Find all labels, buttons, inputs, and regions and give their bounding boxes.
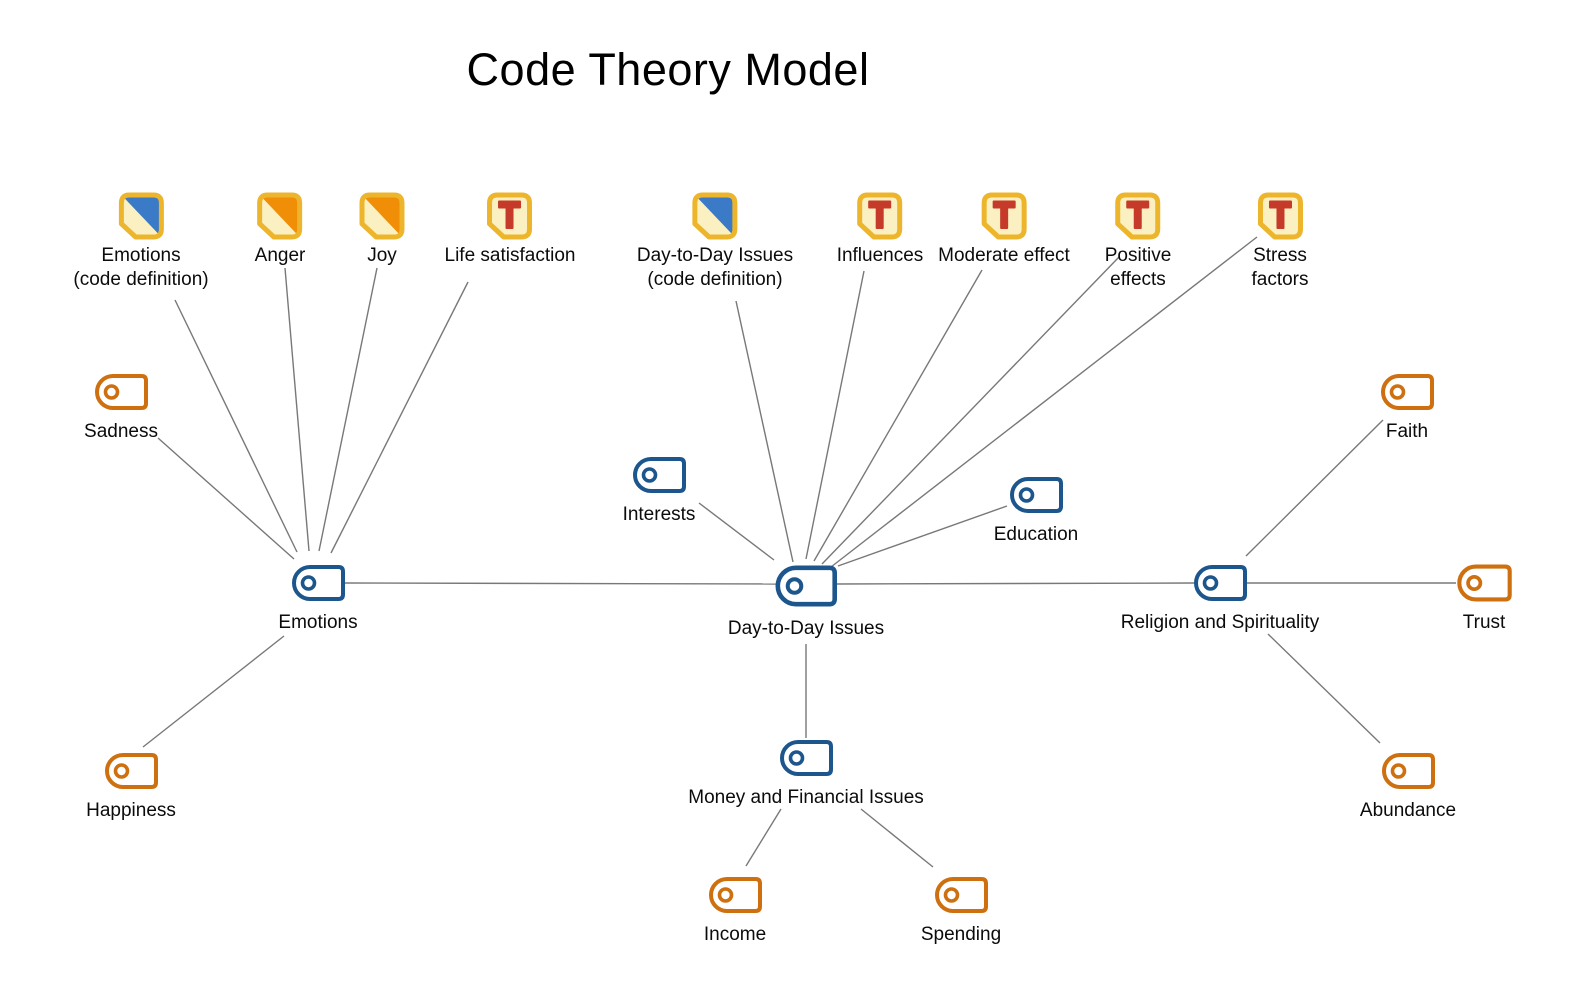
connector-influences-dtd [805, 270, 865, 560]
text-memo-icon [1115, 192, 1161, 240]
connector-joy-emotions [318, 267, 378, 552]
memo-icon [257, 192, 303, 240]
code-tag-icon [780, 740, 833, 776]
code-tag-icon [95, 374, 148, 410]
memo-influences[interactable]: Influences [836, 192, 924, 268]
memo-emotions-code-definition[interactable]: Emotions (code definition) [73, 192, 209, 292]
code-label: Sadness [84, 421, 158, 442]
connector-sadness-emotions [157, 437, 295, 560]
connector-religion-abundance [1267, 633, 1381, 744]
memo-label-line: (code definition) [73, 269, 209, 290]
code-tag-icon [709, 877, 762, 913]
connector-emotions-happiness [142, 635, 285, 748]
memo-label-line: Stress [1253, 245, 1307, 266]
code-label: Education [993, 524, 1079, 545]
code-label: Religion and Spirituality [1120, 612, 1320, 633]
memo-positive-effects[interactable]: Positive effects [1104, 192, 1172, 292]
memo-label-line: factors [1251, 269, 1309, 290]
code-label: Day-to-Day Issues [727, 618, 885, 639]
text-memo-icon [857, 192, 903, 240]
connector-money-spending [860, 808, 934, 868]
connector-dtd-religion [835, 582, 1195, 585]
connector-interests-dtd [698, 502, 775, 561]
code-label: Faith [1385, 421, 1429, 442]
connector-religion-faith [1245, 419, 1384, 557]
memo-label-line: Anger [254, 245, 306, 266]
code-label: Abundance [1359, 800, 1457, 821]
code-label: Emotions [278, 612, 358, 633]
memo-label-line: Joy [367, 245, 397, 266]
text-memo-icon [487, 192, 533, 240]
connector-dtd-education [837, 505, 1008, 567]
memo-label-line: Moderate effect [938, 245, 1070, 266]
memo-label-line: Day-to-Day Issues [636, 245, 794, 266]
connector-moderate-dtd [813, 269, 983, 562]
memo-joy[interactable]: Joy [359, 192, 405, 268]
code-definition-memo-icon [692, 192, 738, 240]
connector-emotions-dtd [344, 582, 777, 585]
connector-dtddef-dtd [735, 300, 794, 563]
memo-moderate-effect[interactable]: Moderate effect [938, 192, 1070, 268]
code-label: Happiness [86, 800, 176, 821]
connector-stress-dtd [830, 236, 1258, 568]
code-label: Spending [920, 924, 1002, 945]
memo-label-line: (code definition) [647, 269, 783, 290]
memo-label-line: effects [1110, 269, 1166, 290]
memo-icon [359, 192, 405, 240]
memo-label-line: Life satisfaction [444, 245, 576, 266]
code-tag-icon [1381, 374, 1434, 410]
memo-stress-factors[interactable]: Stress factors [1251, 192, 1309, 292]
text-memo-icon [1257, 192, 1303, 240]
memo-label-line: Emotions [101, 245, 181, 266]
text-memo-icon [981, 192, 1027, 240]
code-tag-icon [1194, 565, 1247, 601]
code-tag-icon [1382, 753, 1435, 789]
code-label: Interests [622, 504, 696, 525]
connector-positive-dtd [821, 256, 1120, 565]
connector-lifesat-emotions [330, 281, 469, 554]
code-tag-icon [935, 877, 988, 913]
code-tag-icon [1010, 477, 1063, 513]
diagram-title: Code Theory Model [466, 44, 870, 95]
code-tag-icon [633, 457, 686, 493]
code-label: Income [703, 924, 767, 945]
connector-money-income [745, 808, 782, 867]
memo-anger[interactable]: Anger [254, 192, 306, 268]
memo-day-to-day-code-definition[interactable]: Day-to-Day Issues (code definition) [637, 192, 793, 292]
code-label: Money and Financial Issues [688, 787, 924, 808]
memo-label-line: Positive [1104, 245, 1172, 266]
code-definition-memo-icon [118, 192, 164, 240]
code-tag-icon [292, 565, 345, 601]
memo-life-satisfaction[interactable]: Life satisfaction [444, 192, 576, 268]
code-label: Trust [1462, 612, 1506, 633]
connector-anger-emotions [284, 267, 310, 552]
code-tag-icon [105, 753, 158, 789]
code-tag-icon [775, 565, 837, 607]
code-tag-icon [1457, 564, 1512, 602]
memo-label-line: Influences [836, 245, 924, 266]
connector-emotionsdef-emotions [174, 299, 298, 553]
